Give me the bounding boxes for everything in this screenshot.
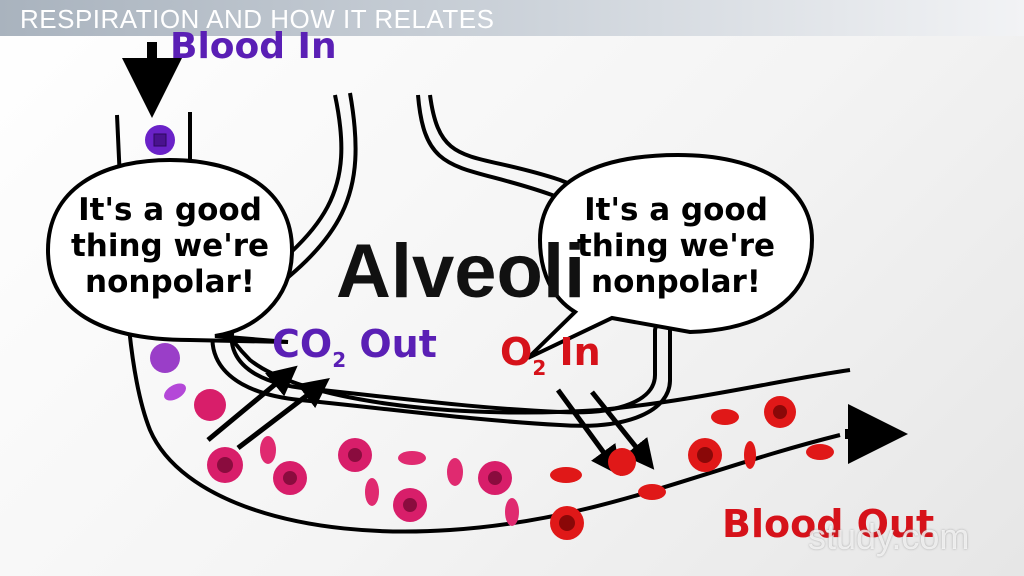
pink-cell (260, 436, 276, 464)
pink-cell (505, 498, 519, 526)
red-cell (806, 444, 834, 460)
bubble-text-left: It's a good thing we're nonpolar! (70, 192, 270, 300)
pink-cell (398, 451, 426, 465)
co2-main: CO (272, 322, 333, 366)
purple-cell (150, 343, 180, 373)
o2-arrow-2 (590, 390, 655, 470)
co2-out-text: Out (346, 322, 437, 366)
o2-main: O (500, 330, 533, 374)
co2-arrow-2 (236, 377, 330, 450)
red-cells (550, 396, 834, 540)
title-bar: RESPIRATION AND HOW IT RELATES (0, 0, 1024, 36)
red-cell (711, 409, 739, 425)
o2-arrow-1 (555, 388, 621, 477)
red-cell (638, 484, 666, 500)
red-cell (608, 448, 636, 476)
speech-bubble-left (45, 157, 295, 344)
pink-cell (447, 458, 463, 486)
speech-bubble-right (526, 152, 815, 360)
page-title: RESPIRATION AND HOW IT RELATES (20, 4, 495, 34)
pink-cells (194, 389, 519, 526)
bubble-text-right: It's a good thing we're nonpolar! (576, 192, 776, 300)
vessel-outer-wall (115, 114, 841, 534)
purple-cell (164, 383, 186, 401)
pink-cell (194, 389, 226, 421)
co2-arrow-1 (206, 365, 298, 442)
alveoli-label: Alveoli (336, 228, 585, 315)
red-cell (550, 467, 582, 483)
red-cell (744, 441, 756, 469)
alveoli-text: Alveoli (336, 229, 586, 314)
o2-in-label: O2 In (500, 330, 601, 380)
study-com-watermark: study.com (808, 516, 970, 557)
co2-subscript: 2 (332, 348, 347, 372)
o2-subscript: 2 (532, 356, 547, 380)
co2-out-label: CO2 Out (272, 322, 437, 372)
blood-in-label: Blood In (170, 26, 337, 67)
pink-cell (365, 478, 379, 506)
o2-in-text: In (546, 330, 601, 374)
blood-out-label: Blood Out (722, 502, 935, 546)
